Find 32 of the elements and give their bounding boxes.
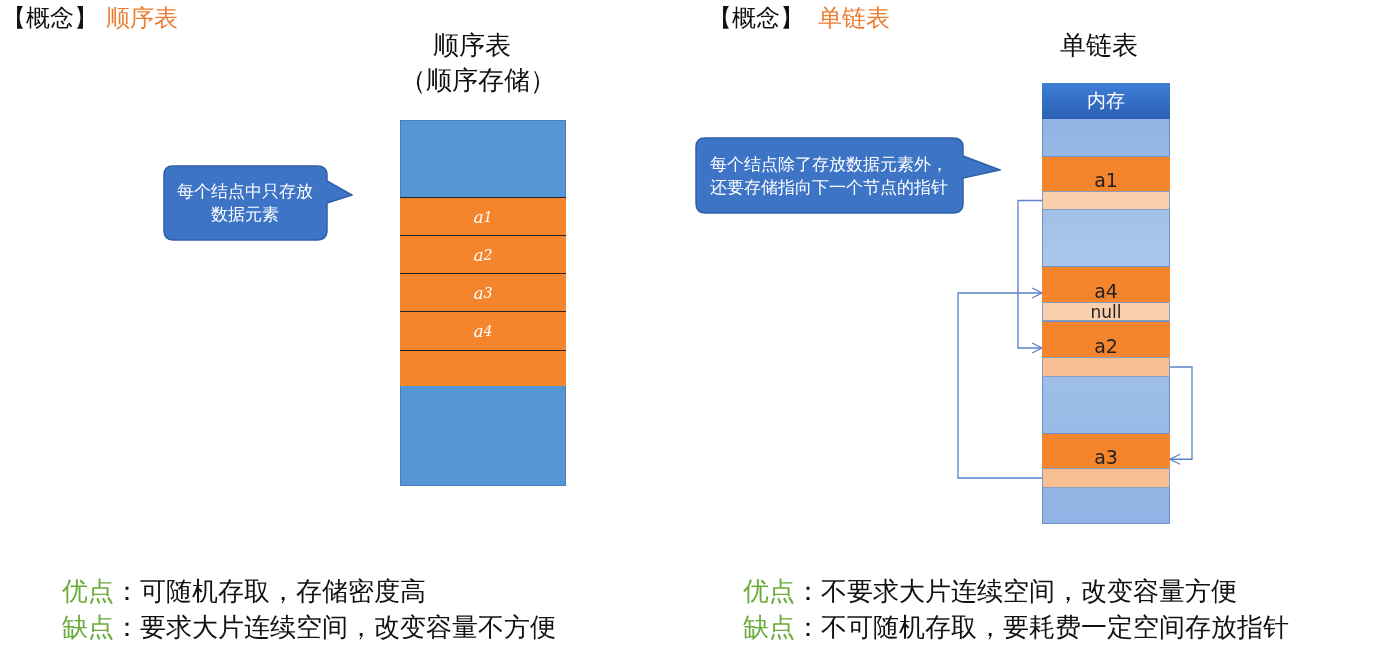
speech-bubble: 每个结点中只存放数据元素 xyxy=(163,165,353,241)
section-title: 顺序表 xyxy=(106,3,178,34)
data-cell: a2 xyxy=(1042,321,1170,357)
cons-text: ：要求大片连续空间，改变容量不方便 xyxy=(114,611,556,644)
pointer-cell xyxy=(1042,191,1170,210)
data-cell: a4 xyxy=(1042,266,1170,302)
pros-text: ：可随机存取，存储密度高 xyxy=(114,575,426,608)
speech-bubble: 每个结点除了存放数据元素外，还要存储指向下一个节点的指针 xyxy=(695,137,1001,214)
diagram-heading: 顺序表 xyxy=(433,29,511,62)
data-cell: a1 xyxy=(1042,156,1170,191)
memory-column xyxy=(1042,83,1170,524)
cons-label: 缺点 xyxy=(62,611,114,644)
pointer-cell xyxy=(1042,468,1170,488)
arrow xyxy=(957,287,1043,479)
pointer-cell xyxy=(1042,357,1170,377)
section-title: 【概念】 xyxy=(708,3,804,34)
pointer-cell: null xyxy=(1042,302,1170,321)
cons-text: ：不可随机存取，要耗费一定空间存放指针 xyxy=(795,611,1289,644)
section-title: 【概念】 xyxy=(2,3,98,34)
memory-column xyxy=(400,120,566,486)
arrow xyxy=(1169,366,1193,465)
diagram-heading: 单链表 xyxy=(1060,29,1138,62)
memory-cell xyxy=(400,350,566,386)
pros-label: 优点 xyxy=(743,575,795,608)
arrow xyxy=(1017,199,1043,354)
pros-text: ：不要求大片连续空间，改变容量方便 xyxy=(795,575,1237,608)
cons-label: 缺点 xyxy=(743,611,795,644)
data-cell: a3 xyxy=(1042,433,1170,468)
pros-label: 优点 xyxy=(62,575,114,608)
section-title: 单链表 xyxy=(818,3,890,34)
diagram-heading: （顺序存储） xyxy=(400,64,556,97)
header-cell: 内存 xyxy=(1042,83,1170,119)
